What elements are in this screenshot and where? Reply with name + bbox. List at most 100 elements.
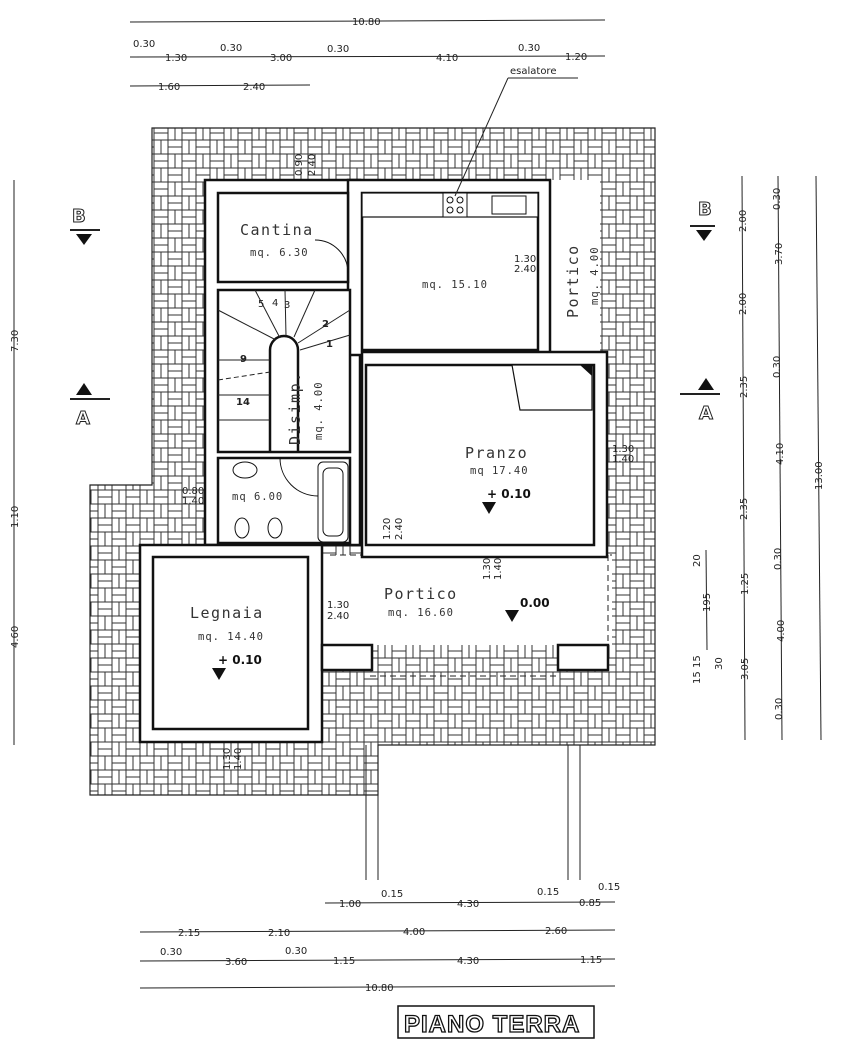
dimensions-right: 2.00 2.00 2.35 2.35 1.25 3.05 20 195 15 …	[692, 175, 825, 741]
dimensions-left: 7.30 1.10 4.60	[10, 180, 21, 745]
svg-text:1.40: 1.40	[233, 748, 244, 770]
svg-text:1.30: 1.30	[612, 444, 634, 455]
svg-text:1.40: 1.40	[612, 454, 634, 465]
svg-text:1.30: 1.30	[222, 748, 233, 770]
svg-text:0.30: 0.30	[220, 43, 242, 54]
portico-large-floor	[322, 555, 612, 645]
svg-text:1.25: 1.25	[740, 573, 751, 595]
svg-text:2.40: 2.40	[394, 518, 405, 540]
svg-text:B: B	[698, 199, 712, 220]
svg-text:10.80: 10.80	[365, 983, 394, 994]
bath-fixtures	[232, 239, 349, 543]
svg-text:2.15: 2.15	[178, 928, 200, 939]
step-number: 2	[322, 319, 329, 330]
title-frame	[397, 1005, 595, 1039]
svg-text:4.00: 4.00	[403, 927, 425, 938]
room-name-legnaia: Legnaia	[190, 604, 264, 622]
svg-text:1.15: 1.15	[333, 956, 355, 967]
dimensions-top: 10.80 0.30 1.30 0.30 3.00 0.30 4.10 0.30…	[129, 17, 606, 93]
svg-text:A: A	[699, 403, 713, 424]
step-number: 9	[240, 354, 247, 365]
svg-text:4.60: 4.60	[10, 626, 21, 648]
section-marker-b-right: B	[690, 199, 715, 241]
room-area-cantina: mq. 6.30	[250, 247, 309, 259]
svg-text:B: B	[72, 206, 86, 227]
svg-text:2.60: 2.60	[545, 926, 567, 937]
room-name-pranzo: Pranzo	[465, 444, 528, 462]
svg-text:1.60: 1.60	[158, 82, 180, 93]
walls	[138, 178, 610, 744]
room-area-disimpegno: mq. 4.00	[313, 381, 325, 440]
svg-text:4.10: 4.10	[436, 53, 458, 64]
svg-text:2.40: 2.40	[243, 82, 265, 93]
svg-text:1.30: 1.30	[165, 53, 187, 64]
step-number: 14	[236, 397, 250, 408]
svg-text:3.05: 3.05	[740, 658, 751, 680]
fireplace	[511, 364, 593, 411]
level-pranzo: + 0.10	[487, 487, 531, 501]
annotation-escalator: esalatore	[510, 66, 556, 77]
svg-text:2.40: 2.40	[327, 611, 349, 622]
svg-text:0.30: 0.30	[774, 698, 785, 720]
svg-text:0.80: 0.80	[182, 486, 204, 497]
svg-text:2.35: 2.35	[739, 498, 750, 520]
svg-text:2.10: 2.10	[268, 928, 290, 939]
svg-text:30: 30	[714, 657, 725, 670]
svg-text:A: A	[76, 408, 90, 429]
dimensions-bottom: 1.00 0.15 4.30 0.15 0.85 0.15 2.15 2.10 …	[139, 882, 620, 994]
drawing-title: PIANO TERRA	[404, 1011, 580, 1038]
pergola-posts	[365, 745, 581, 880]
svg-text:1.40: 1.40	[182, 496, 204, 507]
svg-text:1.15: 1.15	[580, 955, 602, 966]
svg-text:0.85: 0.85	[579, 898, 601, 909]
svg-text:10.80: 10.80	[352, 17, 381, 28]
svg-text:0.15: 0.15	[598, 882, 620, 893]
room-name-portico-small: Portico	[564, 244, 582, 318]
svg-text:15: 15	[692, 671, 703, 684]
opening-labels: 0.90 2.40 1.30 2.40 1.30 1.40 0.80 1.40 …	[182, 154, 634, 770]
svg-text:1.00: 1.00	[339, 899, 361, 910]
svg-text:3.60: 3.60	[225, 957, 247, 968]
svg-text:2.00: 2.00	[738, 293, 749, 315]
svg-text:0.30: 0.30	[773, 548, 784, 570]
room-area-bagno: mq 6.00	[232, 491, 283, 503]
svg-text:1.10: 1.10	[10, 506, 21, 528]
svg-text:0.30: 0.30	[772, 188, 783, 210]
svg-text:0.30: 0.30	[133, 39, 155, 50]
svg-text:1.40: 1.40	[493, 558, 504, 580]
svg-text:0.15: 0.15	[537, 887, 559, 898]
spiral-stair: 5 4 3 2 1 9 14	[217, 289, 351, 452]
svg-text:0.30: 0.30	[518, 43, 540, 54]
svg-text:0.30: 0.30	[160, 947, 182, 958]
svg-text:4.00: 4.00	[776, 620, 787, 642]
level-legnaia: + 0.10	[218, 653, 262, 667]
room-area-pranzo: mq 17.40	[470, 465, 529, 477]
level-marker-icon	[212, 668, 226, 680]
svg-text:2.35: 2.35	[739, 376, 750, 398]
step-number: 4	[272, 298, 278, 309]
room-name-cantina: Cantina	[240, 221, 314, 239]
section-marker-b-left: B	[70, 206, 100, 245]
step-number: 5	[258, 299, 264, 310]
svg-text:7.30: 7.30	[10, 330, 21, 352]
svg-text:13.00: 13.00	[814, 461, 825, 490]
svg-text:1.30: 1.30	[482, 558, 493, 580]
room-area-legnaia: mq. 14.40	[198, 631, 264, 643]
svg-text:1.20: 1.20	[382, 518, 393, 540]
room-name-disimpegno: Disimp.	[286, 371, 304, 445]
svg-text:0.90: 0.90	[294, 154, 305, 176]
level-marker-icon	[505, 610, 519, 622]
svg-text:0.15: 0.15	[381, 889, 403, 900]
level-marker-icon	[482, 502, 496, 514]
svg-text:1.20: 1.20	[565, 52, 587, 63]
svg-text:1.30: 1.30	[327, 600, 349, 611]
svg-text:2.40: 2.40	[514, 264, 536, 275]
svg-text:1.30: 1.30	[514, 254, 536, 265]
kitchen-counter	[361, 192, 539, 218]
level-portico: 0.00	[520, 596, 550, 610]
svg-text:4.30: 4.30	[457, 956, 479, 967]
svg-text:15: 15	[692, 655, 703, 668]
svg-text:4.30: 4.30	[457, 899, 479, 910]
step-number: 1	[326, 339, 333, 350]
